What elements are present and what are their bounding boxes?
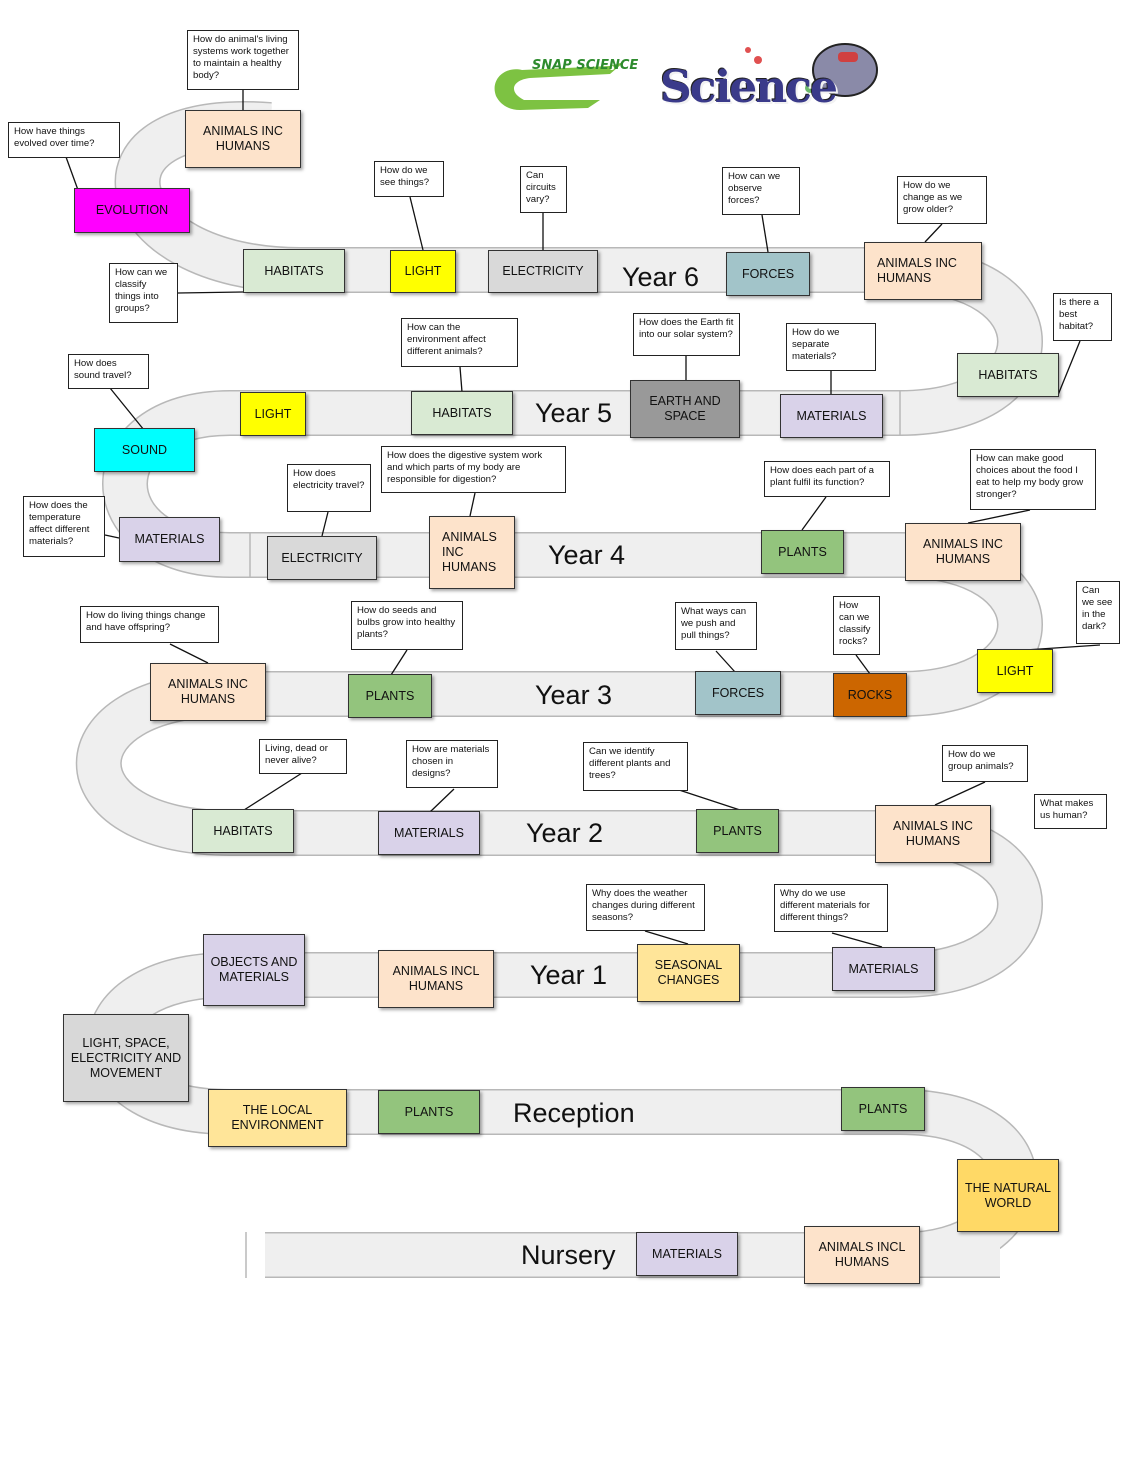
- topic-r-plants-right[interactable]: PLANTS: [841, 1087, 925, 1131]
- topic-y1-seasonal-changes[interactable]: SEASONAL CHANGES: [637, 944, 740, 1002]
- year-4-label: Year 4: [548, 540, 626, 570]
- question-y5-separate: How do we separate materials?: [786, 323, 876, 371]
- question-y5-sound: How does sound travel?: [68, 354, 149, 389]
- reception-label: Reception: [513, 1098, 635, 1128]
- question-y6-forces: How can we observe forces?: [722, 167, 800, 215]
- question-y2-identify: Can we identify different plants and tre…: [583, 742, 688, 791]
- question-y4-electricity: How does electricity travel?: [287, 464, 371, 512]
- topic-y6-electricity[interactable]: ELECTRICITY: [488, 250, 598, 293]
- topic-y5-habitats-right[interactable]: HABITATS: [957, 353, 1059, 397]
- topic-y5-habitats[interactable]: HABITATS: [411, 391, 513, 435]
- topic-y4-electricity[interactable]: ELECTRICITY: [267, 536, 377, 580]
- topic-y3-plants[interactable]: PLANTS: [348, 674, 432, 718]
- question-y5-best-habitat: Is there a best habitat?: [1053, 293, 1112, 341]
- question-y2-materials: How are materials chosen in designs?: [406, 740, 498, 788]
- year-6-label: Year 6: [622, 262, 700, 292]
- question-y4-food: How can make good choices about the food…: [970, 449, 1096, 510]
- nursery-label: Nursery: [521, 1240, 616, 1270]
- topic-y6-evolution[interactable]: EVOLUTION: [74, 188, 190, 233]
- topic-r-light-space-electricity[interactable]: LIGHT, SPACE, ELECTRICITY AND MOVEMENT: [63, 1014, 189, 1102]
- topic-n-animals[interactable]: ANIMALS INCL HUMANS: [804, 1226, 920, 1284]
- question-y2-group: How do we group animals?: [942, 745, 1028, 782]
- year-5-label: Year 5: [535, 398, 613, 428]
- question-y6-older: How do we change as we grow older?: [897, 176, 987, 224]
- question-y2-living: Living, dead or never alive?: [259, 739, 347, 774]
- year-3-label: Year 3: [535, 680, 613, 710]
- topic-y2-habitats[interactable]: HABITATS: [192, 809, 294, 853]
- topic-y4-animals[interactable]: ANIMALS INC HUMANS: [429, 516, 515, 589]
- topic-y6-animals-right[interactable]: ANIMALS INC HUMANS: [864, 242, 982, 300]
- question-y3-seeds: How do seeds and bulbs grow into healthy…: [351, 601, 463, 650]
- topic-y1-materials[interactable]: MATERIALS: [832, 947, 935, 991]
- topic-y1-animals[interactable]: ANIMALS INCL HUMANS: [378, 950, 494, 1008]
- topic-y3-forces[interactable]: FORCES: [695, 671, 781, 715]
- year-2-label: Year 2: [526, 818, 604, 848]
- topic-n-materials[interactable]: MATERIALS: [636, 1232, 738, 1276]
- topic-y4-animals-right[interactable]: ANIMALS INC HUMANS: [905, 523, 1021, 581]
- question-y6-circuits: Can circuits vary?: [520, 166, 567, 213]
- question-y3-offspring: How do living things change and have off…: [80, 606, 219, 643]
- question-y4-temperature: How does the temperature affect differen…: [23, 496, 105, 557]
- topic-y4-materials[interactable]: MATERIALS: [119, 517, 220, 562]
- science-logo-text: Science: [660, 62, 838, 113]
- snap-science-logo: [494, 62, 624, 110]
- topic-y4-plants[interactable]: PLANTS: [761, 530, 844, 574]
- topic-y2-animals[interactable]: ANIMALS INC HUMANS: [875, 805, 991, 863]
- question-y6-see: How do we see things?: [374, 161, 444, 197]
- topic-y2-materials[interactable]: MATERIALS: [378, 811, 480, 855]
- topic-y3-rocks[interactable]: ROCKS: [833, 673, 907, 717]
- topic-y1-objects-materials[interactable]: OBJECTS AND MATERIALS: [203, 934, 305, 1006]
- topic-r-plants[interactable]: PLANTS: [378, 1090, 480, 1134]
- question-y6-evolved: How have things evolved over time?: [8, 122, 120, 158]
- question-y4-digestion: How does the digestive system work and w…: [381, 446, 566, 493]
- topic-r-local-environment[interactable]: THE LOCAL ENVIRONMENT: [208, 1089, 347, 1147]
- topic-y5-sound[interactable]: SOUND: [94, 428, 195, 472]
- topic-y6-animals-top[interactable]: ANIMALS INC HUMANS: [185, 110, 301, 168]
- topic-y6-habitats[interactable]: HABITATS: [243, 249, 345, 293]
- question-y5-earth: How does the Earth fit into our solar sy…: [633, 313, 740, 356]
- question-y3-rocks: How can we classify rocks?: [833, 596, 880, 655]
- topic-y5-light[interactable]: LIGHT: [240, 392, 306, 436]
- question-y1-weather: Why does the weather changes during diff…: [586, 884, 705, 931]
- topic-y6-forces[interactable]: FORCES: [726, 252, 810, 296]
- topic-y6-light[interactable]: LIGHT: [390, 250, 456, 293]
- topic-y2-plants[interactable]: PLANTS: [696, 809, 779, 853]
- question-y5-environment: How can the environment affect different…: [401, 318, 518, 367]
- question-y6-living-systems: How do animal's living systems work toge…: [187, 30, 299, 90]
- question-y6-classify: How can we classify things into groups?: [109, 263, 178, 323]
- topic-y3-animals[interactable]: ANIMALS INC HUMANS: [150, 663, 266, 721]
- question-y2-human: What makes us human?: [1034, 794, 1107, 829]
- topic-y5-earth-space[interactable]: EARTH AND SPACE: [630, 380, 740, 438]
- question-y1-materials: Why do we use different materials for di…: [774, 884, 888, 932]
- year-1-label: Year 1: [530, 960, 608, 990]
- question-y3-dark: Can we see in the dark?: [1076, 581, 1120, 644]
- question-y4-plant-part: How does each part of a plant fulfil its…: [764, 461, 890, 497]
- topic-r-natural-world[interactable]: THE NATURAL WORLD: [957, 1159, 1059, 1232]
- topic-y5-materials[interactable]: MATERIALS: [780, 394, 883, 438]
- snap-science-logo-text: SNAP SCIENCE: [532, 58, 639, 73]
- science-logo: [745, 43, 878, 97]
- topic-y3-light[interactable]: LIGHT: [977, 649, 1053, 693]
- question-y3-push: What ways can we push and pull things?: [675, 602, 757, 650]
